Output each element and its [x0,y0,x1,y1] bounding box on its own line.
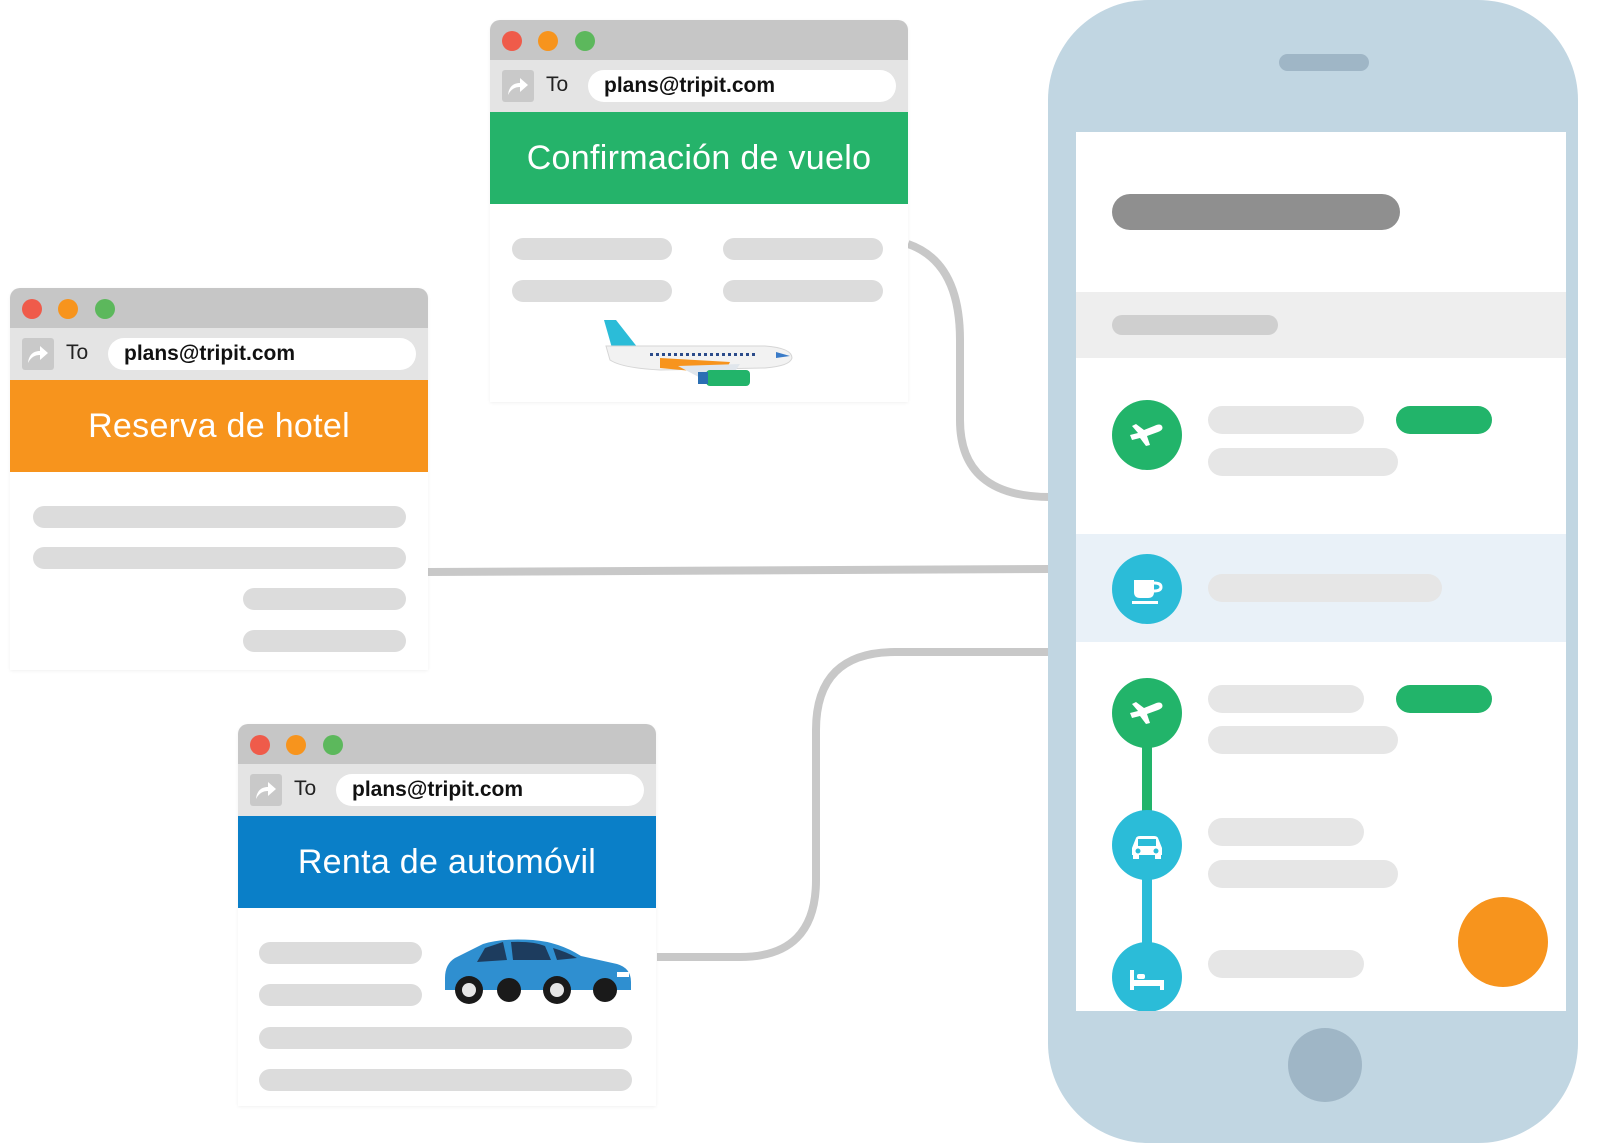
add-fab-button[interactable] [1458,897,1548,987]
to-label: To [66,341,89,364]
item-title-placeholder [1208,685,1364,713]
item-title-placeholder [1208,574,1442,602]
hotel-banner: Reserva de hotel [10,380,428,472]
to-address-field[interactable]: plans@tripit.com [108,338,416,370]
maximize-dot[interactable] [95,299,115,319]
car-connector [657,648,1050,961]
bed-circle[interactable] [1112,942,1182,1011]
item-subtitle-placeholder [1208,448,1398,476]
text-placeholder [33,506,406,528]
timeline-connector-green [1142,732,1152,812]
flight-connector [906,240,1051,501]
section-label-placeholder [1112,315,1278,335]
car-icon [1132,836,1162,859]
flight-circle[interactable] [1112,678,1182,748]
car-email-window: To plans@tripit.com Renta de automóvil [238,724,656,1106]
hotel-email-window: To plans@tripit.com Reserva de hotel [10,288,428,670]
text-placeholder [259,1069,632,1091]
phone-screen [1076,132,1566,1011]
text-placeholder [259,984,422,1006]
airplane-illustration [604,320,793,386]
window-titlebar [238,724,656,764]
text-placeholder [243,630,406,652]
item-title-placeholder [1208,818,1364,846]
maximize-dot[interactable] [575,31,595,51]
close-dot[interactable] [22,299,42,319]
item-subtitle-placeholder [1208,726,1398,754]
flight-email-window: To plans@tripit.com Confirmación de vuel… [490,20,908,402]
phone-device [1048,0,1578,1143]
to-address-field[interactable]: plans@tripit.com [336,774,644,806]
minimize-dot[interactable] [58,299,78,319]
text-placeholder [512,280,672,302]
to-label: To [294,777,317,800]
plane-icon [1130,702,1163,724]
text-placeholder [512,238,672,260]
text-placeholder [33,547,406,569]
header-title-placeholder [1112,194,1400,230]
car-banner: Renta de automóvil [238,816,656,908]
flight-circle[interactable] [1112,400,1182,470]
close-dot[interactable] [250,735,270,755]
status-tag [1396,406,1492,434]
text-placeholder [259,1027,632,1049]
car-circle[interactable] [1112,810,1182,880]
car-illustration [445,939,631,1004]
text-placeholder [259,942,422,964]
hotel-connector [427,565,1051,576]
window-titlebar [10,288,428,328]
plane-icon [1130,424,1163,446]
to-label: To [546,73,569,96]
forward-icon[interactable] [502,70,534,102]
bed-icon [1130,970,1164,990]
item-title-placeholder [1208,406,1364,434]
flight-banner: Confirmación de vuelo [490,112,908,204]
forward-icon[interactable] [22,338,54,370]
text-placeholder [243,588,406,610]
item-title-placeholder [1208,950,1364,978]
section-header [1076,292,1566,358]
item-subtitle-placeholder [1208,860,1398,888]
forward-icon[interactable] [250,774,282,806]
to-bar: To plans@tripit.com [490,60,908,112]
to-address-field[interactable]: plans@tripit.com [588,70,896,102]
highlighted-row[interactable] [1076,534,1566,642]
maximize-dot[interactable] [323,735,343,755]
window-titlebar [490,20,908,60]
phone-speaker [1279,54,1369,71]
text-placeholder [723,238,883,260]
to-bar: To plans@tripit.com [10,328,428,380]
to-bar: To plans@tripit.com [238,764,656,816]
home-button[interactable] [1288,1028,1362,1102]
text-placeholder [723,280,883,302]
minimize-dot[interactable] [286,735,306,755]
status-tag [1396,685,1492,713]
coffee-cup-icon [1132,580,1163,604]
coffee-circle [1112,554,1182,624]
close-dot[interactable] [502,31,522,51]
minimize-dot[interactable] [538,31,558,51]
timeline-connector-teal [1142,862,1152,952]
